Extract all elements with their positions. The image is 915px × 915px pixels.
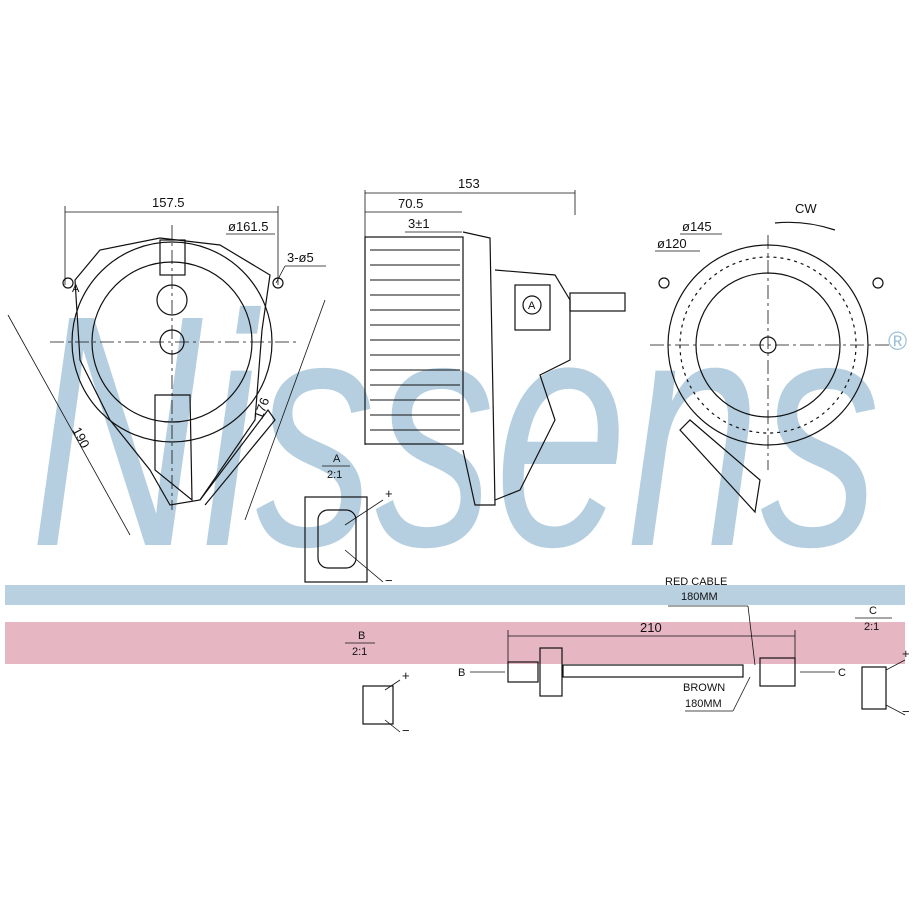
watermark-band-blue xyxy=(5,585,905,605)
dim-diag-176: 176 xyxy=(251,396,273,422)
side-view: 153 70.5 3±1 A xyxy=(364,176,626,506)
detail-c: C 2:1 + − xyxy=(855,605,910,719)
detail-c-plus: + xyxy=(902,646,910,661)
cable-assembly: RED CABLE 180MM 210 B C BROWN 180MM xyxy=(458,576,846,712)
point-a-label: A xyxy=(72,283,80,295)
detail-c-title: C xyxy=(869,605,877,617)
detail-b-plus: + xyxy=(402,668,410,683)
detail-a: A 2:1 + − xyxy=(304,453,393,588)
detail-b-scale: 2:1 xyxy=(352,646,367,658)
red-cable-label: RED CABLE xyxy=(665,576,727,588)
side-detail-marker: A xyxy=(528,300,536,312)
detail-c-minus: − xyxy=(902,704,910,719)
dim-gap: 3±1 xyxy=(408,216,430,231)
registered-mark: ® xyxy=(888,326,907,356)
rotation-label: CW xyxy=(795,201,817,216)
end-c-label: C xyxy=(838,667,846,679)
dim-dia-120: ø120 xyxy=(657,236,687,251)
detail-b-minus: − xyxy=(402,723,410,738)
red-cable-length: 180MM xyxy=(681,591,718,603)
detail-a-plus: + xyxy=(385,486,393,501)
brown-cable-label: BROWN xyxy=(683,682,725,694)
brand-watermark: Nissens ® xyxy=(5,246,907,664)
detail-c-scale: 2:1 xyxy=(864,621,879,633)
rotation-arrow xyxy=(774,221,836,231)
brown-cable-length: 180MM xyxy=(685,698,722,710)
watermark-band-red xyxy=(5,622,905,664)
detail-b: B 2:1 + − xyxy=(345,630,410,738)
dim-width: 157.5 xyxy=(152,195,185,210)
detail-a-minus: − xyxy=(385,573,393,588)
dim-outer-diameter: ø161.5 xyxy=(228,219,268,234)
detail-b-title: B xyxy=(358,630,365,642)
rear-view: CW ø145 ø120 xyxy=(650,201,890,514)
front-view: 157.5 ø161.5 3-ø5 A 190 176 xyxy=(7,195,326,536)
dim-overall: 153 xyxy=(458,176,480,191)
dim-dia-145: ø145 xyxy=(682,219,712,234)
detail-a-title: A xyxy=(333,453,341,465)
dim-depth: 70.5 xyxy=(398,196,423,211)
dim-cable-length: 210 xyxy=(640,620,662,635)
dim-holes: 3-ø5 xyxy=(287,250,314,265)
end-b-label: B xyxy=(458,667,465,679)
detail-a-scale: 2:1 xyxy=(327,469,342,481)
